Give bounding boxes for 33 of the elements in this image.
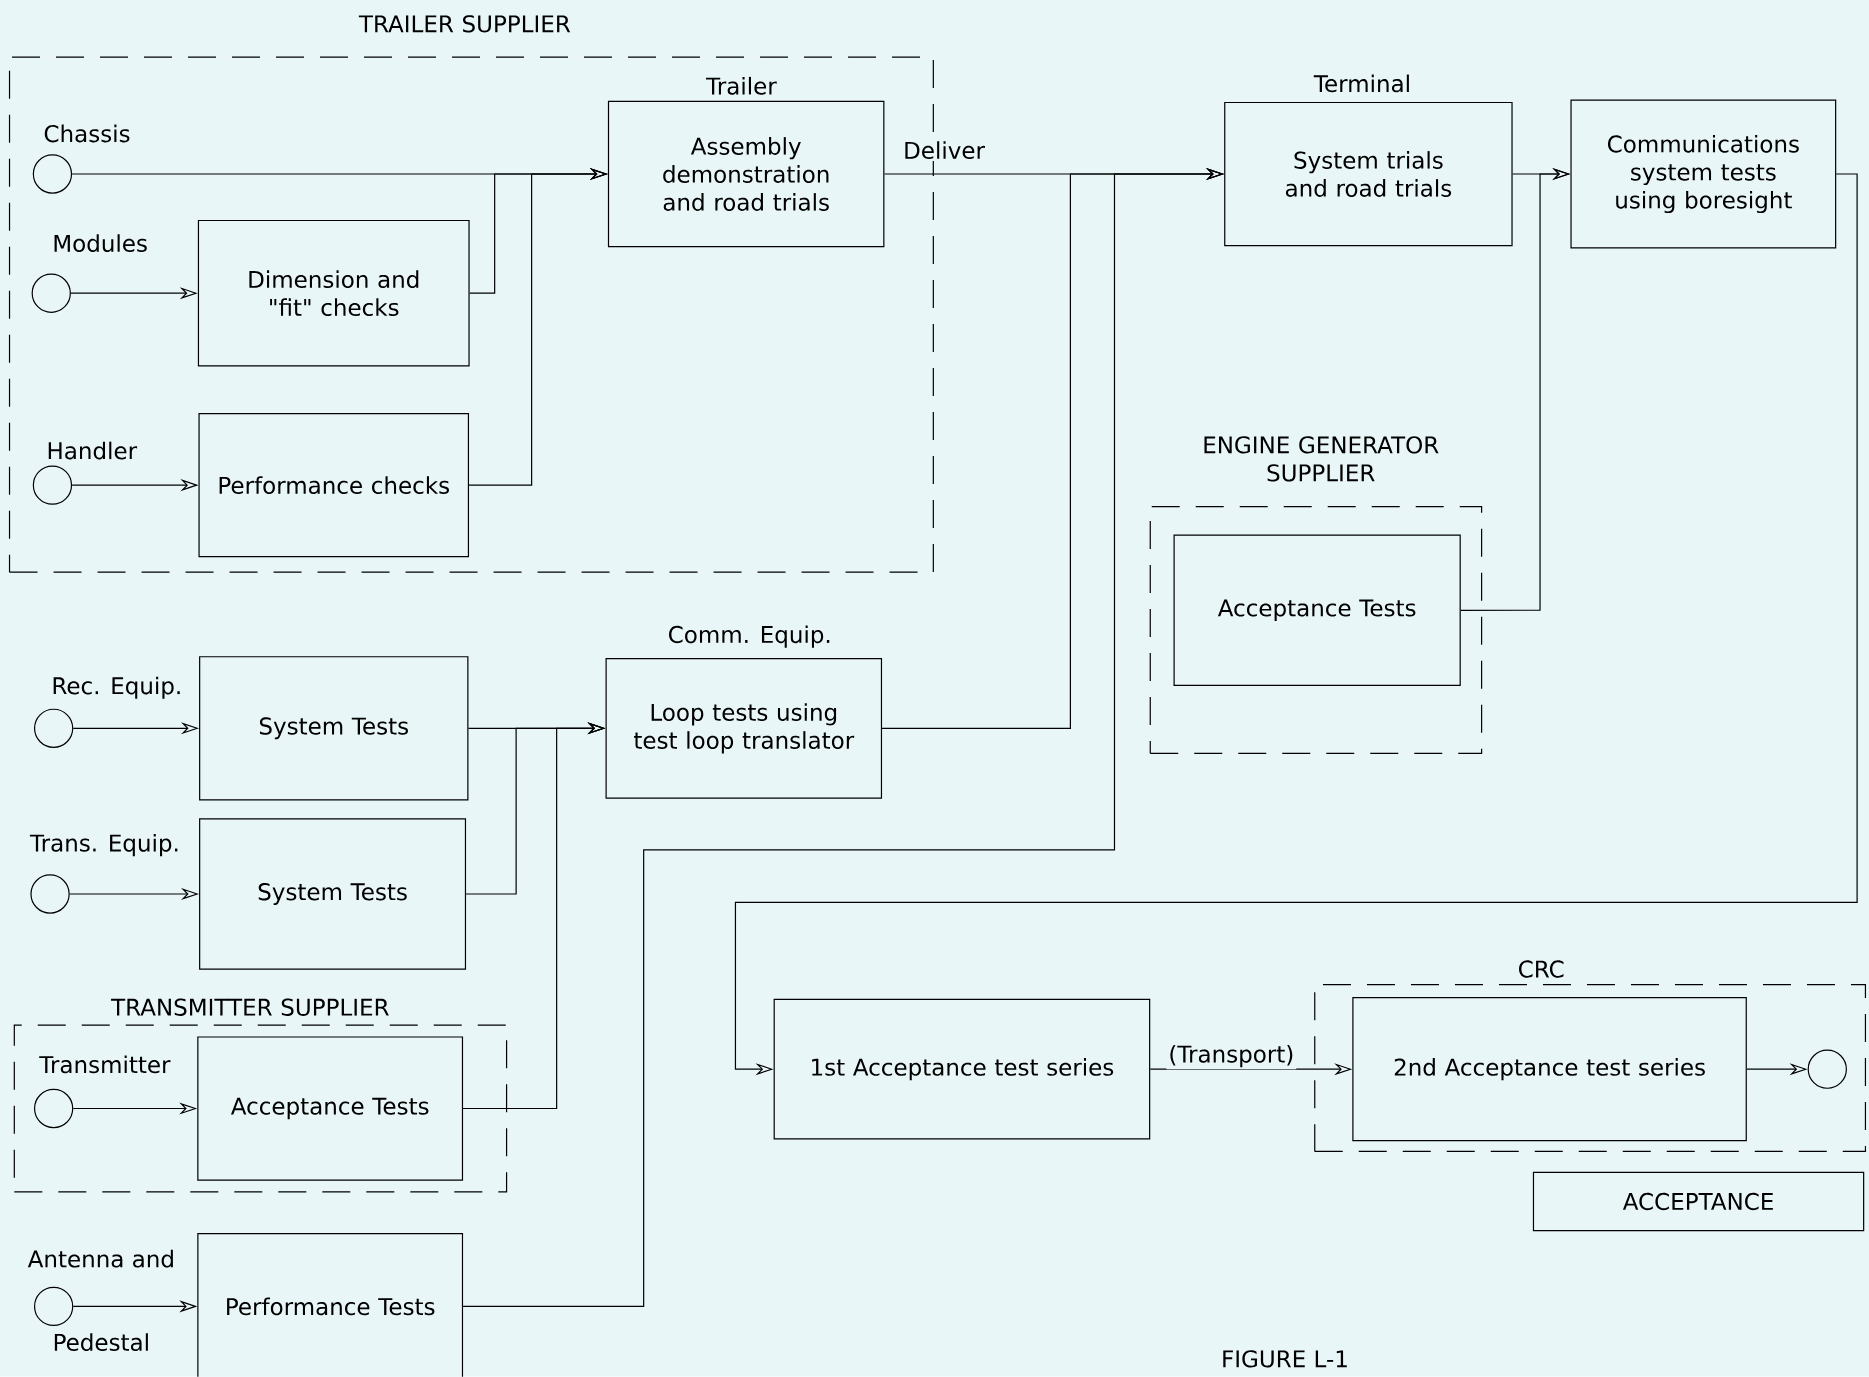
process-box: Loop tests using test loop translator <box>605 658 883 799</box>
group-heading: TRAILER SUPPLIER <box>358 15 571 33</box>
edge-label: (Transport) <box>1166 1043 1297 1070</box>
box-heading: Trailer <box>706 77 777 95</box>
process-box: Assembly demonstration and road trials <box>607 100 885 248</box>
edge-label: Deliver <box>901 139 987 162</box>
process-box: Performance checks <box>198 413 470 558</box>
symbol-label: Modules <box>54 234 147 253</box>
process-box: 1st Acceptance test series <box>773 999 1151 1140</box>
symbol-label: Rec. Equip. <box>53 676 180 699</box>
group-heading: ENGINE GENERATOR SUPPLIER <box>1204 436 1439 482</box>
process-box: Performance Tests <box>197 1233 464 1377</box>
symbol-label: Trans. Equip. <box>29 834 178 857</box>
symbol-label: Transmitter <box>39 1055 171 1074</box>
symbol-label: Pedestal <box>54 1333 148 1352</box>
symbol-label: Handler <box>48 441 138 460</box>
process-box: System trials and road trials <box>1224 102 1513 247</box>
circle-symbol <box>1807 1049 1847 1089</box>
box-heading: Comm. Equip. <box>669 625 830 648</box>
group-heading: CRC <box>1519 960 1564 978</box>
process-box: 2nd Acceptance test series <box>1352 997 1747 1142</box>
process-box: Communications system tests using boresight <box>1570 99 1837 249</box>
figure-label: FIGURE L-1 <box>1223 1350 1347 1368</box>
box-heading: Terminal <box>1313 74 1409 93</box>
process-box: ACCEPTANCE <box>1532 1171 1865 1232</box>
process-box: System Tests <box>199 818 467 970</box>
process-box: System Tests <box>199 656 469 801</box>
symbol-label: Antenna and <box>27 1249 173 1268</box>
symbol-label: Chassis <box>44 124 130 143</box>
process-box: Acceptance Tests <box>1173 534 1461 687</box>
process-box: Dimension and "fit" checks <box>197 220 470 367</box>
process-box: Acceptance Tests <box>197 1036 464 1181</box>
group-heading: TRANSMITTER SUPPLIER <box>111 998 389 1017</box>
